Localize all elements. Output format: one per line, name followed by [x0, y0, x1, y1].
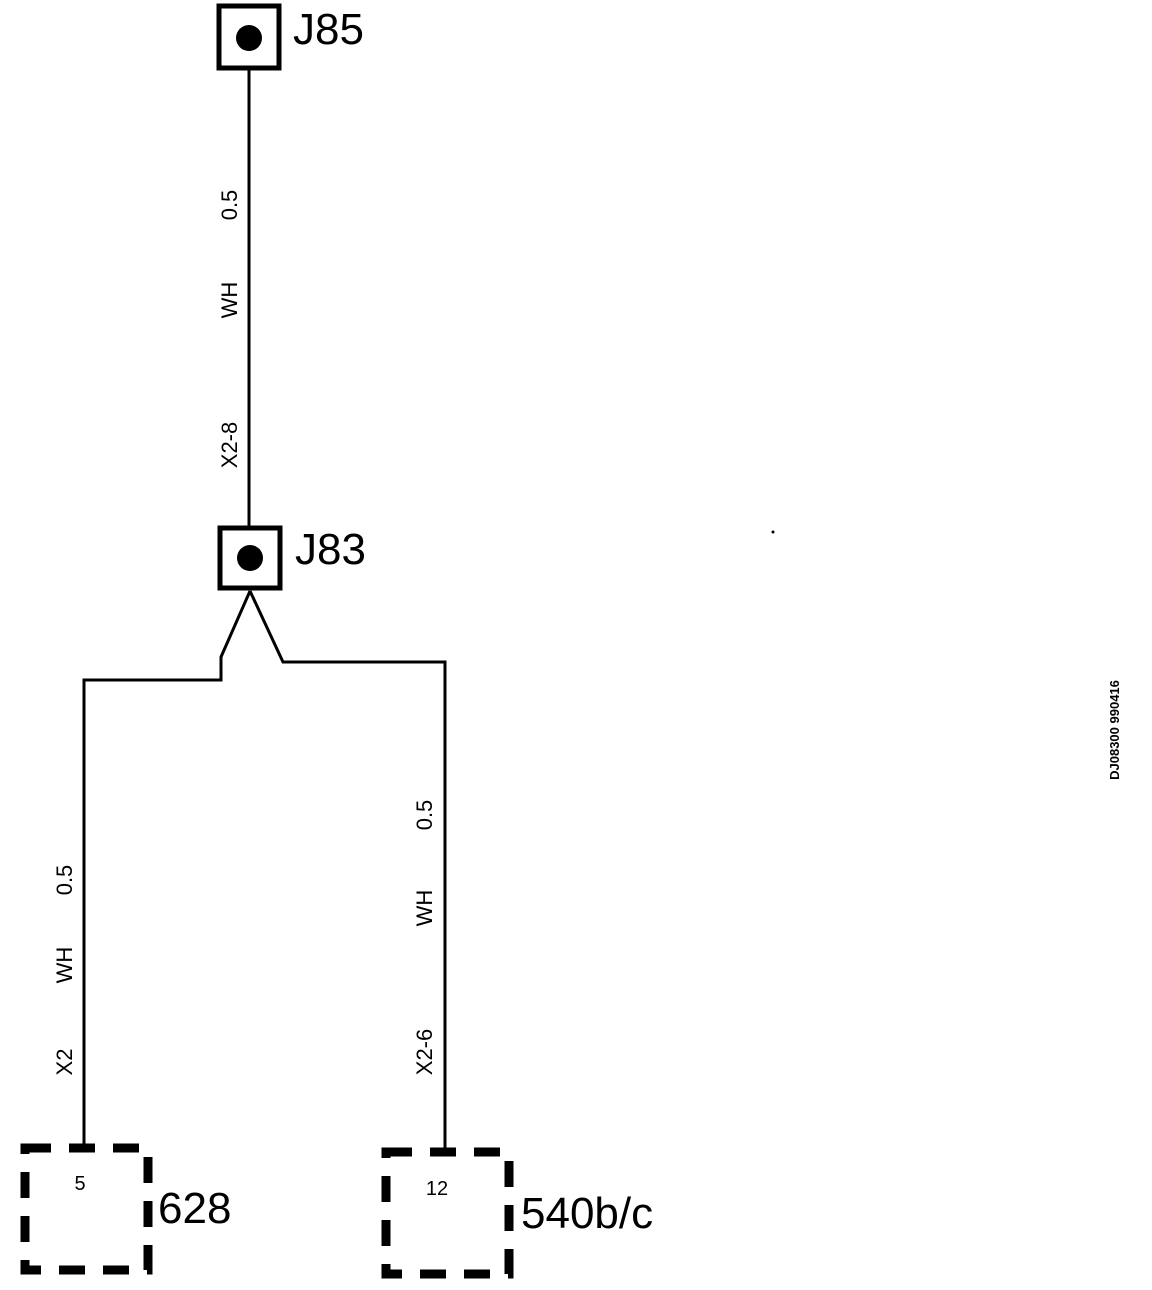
connector-pin: 5 — [74, 1173, 85, 1195]
connector-label: 628 — [158, 1184, 231, 1233]
wire-circuit: X2-6 — [412, 1029, 437, 1075]
connector-540bc: 12 540b/c — [381, 1147, 653, 1279]
wire-color: WH — [412, 890, 437, 927]
wire-line — [82, 590, 252, 1148]
junction-dot — [237, 545, 263, 571]
junction-dot — [236, 25, 262, 51]
wire-circuit: X2 — [52, 1049, 77, 1076]
junction-j85: J85 — [216, 3, 364, 71]
junction-label: J85 — [293, 5, 364, 54]
junction-box — [217, 525, 283, 591]
reference-code: DJ08300 990416 — [1107, 680, 1122, 780]
wire-size: 0.5 — [412, 800, 437, 831]
wire-size: 0.5 — [52, 865, 77, 896]
connector-628: 5 628 — [20, 1143, 231, 1275]
wire-color: WH — [217, 282, 242, 319]
wire-size: 0.5 — [217, 190, 242, 221]
stray-dot — [771, 530, 775, 534]
connector-label: 540b/c — [521, 1189, 653, 1238]
wire-j83-540: 0.5 WH X2-6 — [248, 590, 447, 1152]
wire-j83-628: 0.5 WH X2 — [52, 590, 252, 1148]
wire-line — [248, 590, 447, 1152]
wire-j85-j83: 0.5 WH X2-8 — [217, 68, 251, 528]
junction-j83: J83 — [217, 525, 366, 591]
wire-circuit: X2-8 — [217, 422, 242, 468]
wire-color: WH — [52, 947, 77, 984]
junction-label: J83 — [295, 525, 366, 574]
connector-pin: 12 — [426, 1178, 448, 1200]
connector-box — [381, 1147, 514, 1279]
connector-box — [20, 1143, 153, 1275]
